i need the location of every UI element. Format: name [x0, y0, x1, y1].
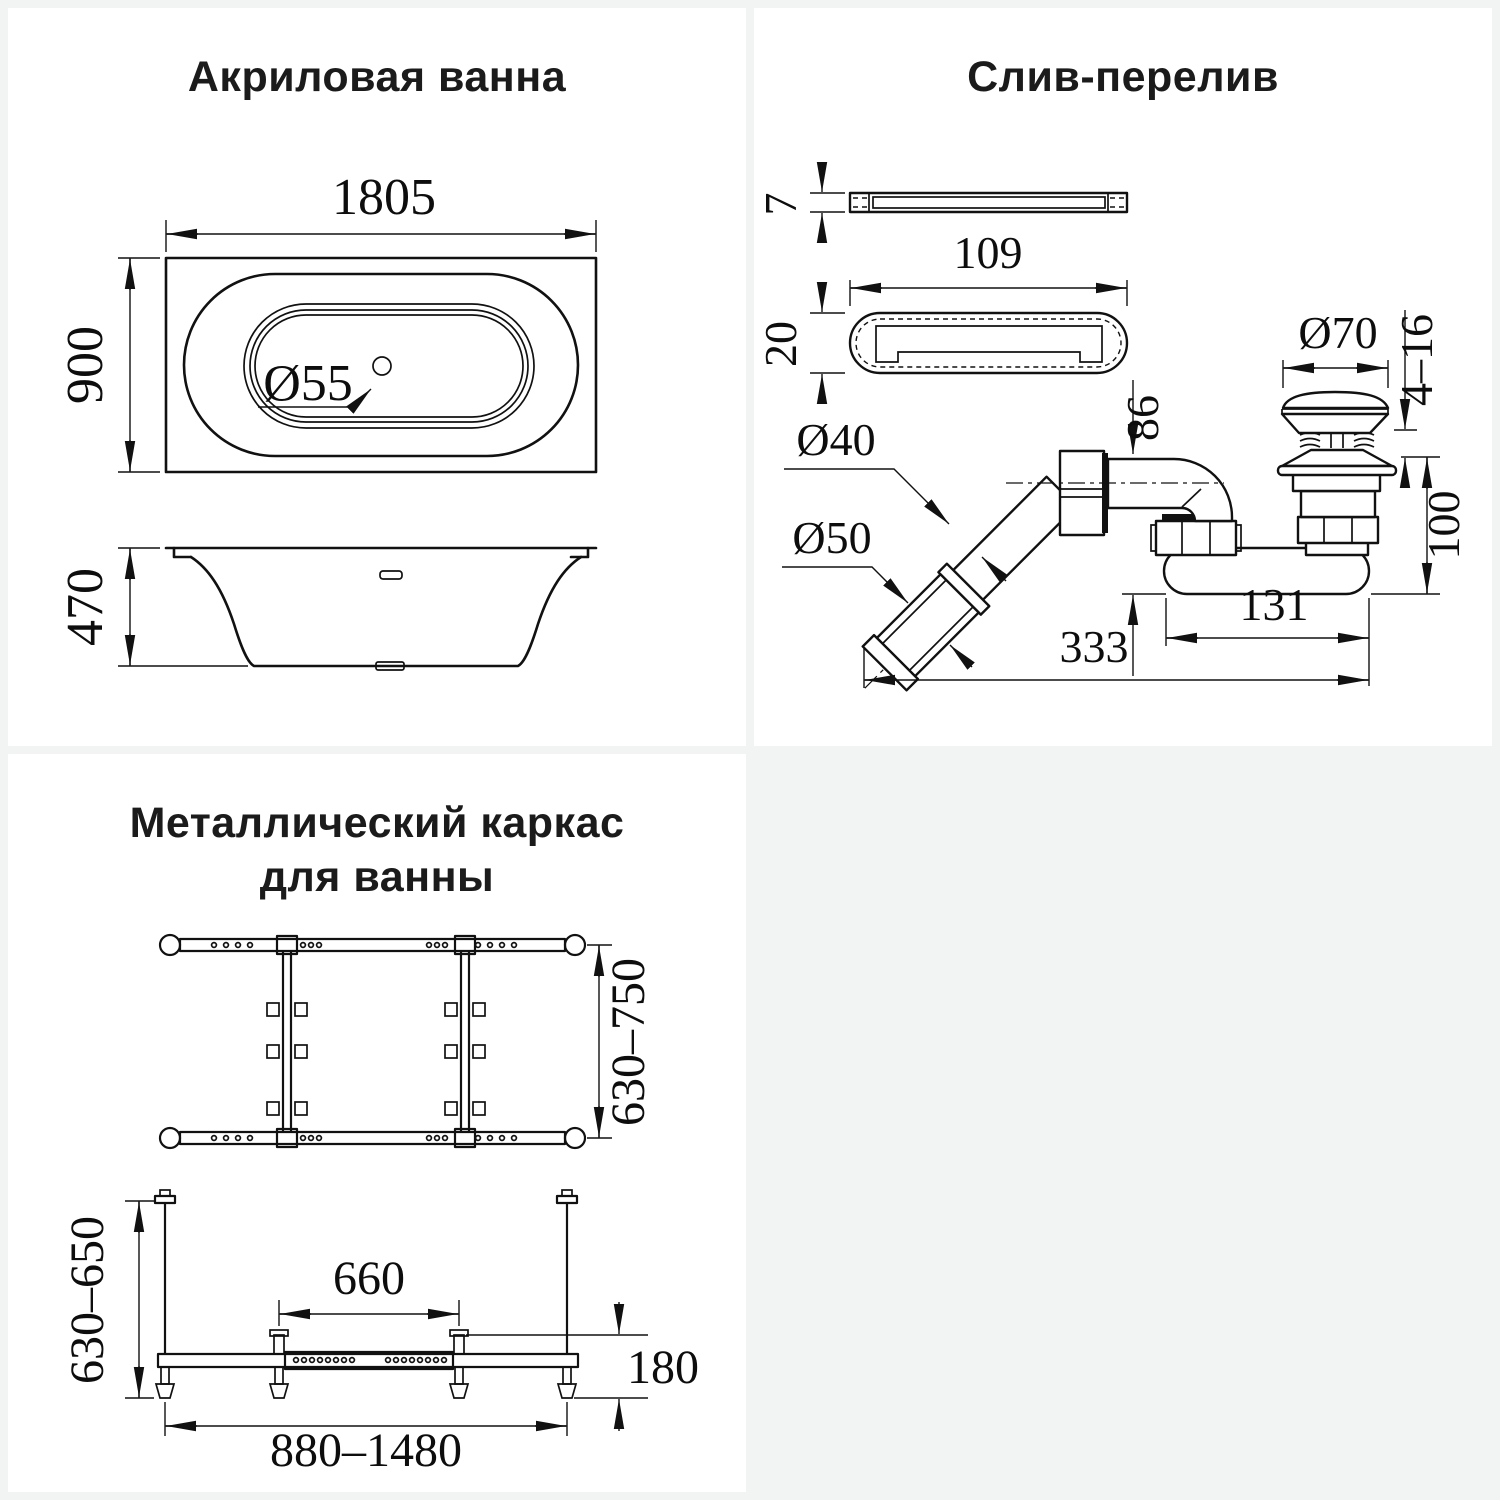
dim-trap-length: 131	[1240, 579, 1309, 630]
panel-bathtub: Акриловая ванна Ø55	[8, 8, 746, 746]
dim-total-length: 333	[1060, 621, 1129, 672]
dim-total-length-group: 333	[863, 621, 1369, 688]
trap-body	[1162, 546, 1371, 596]
dim-base-height: 180	[627, 1341, 699, 1394]
valve-cap	[1281, 390, 1390, 410]
valve-springs	[1299, 431, 1375, 448]
beam-perforations	[292, 1356, 448, 1364]
dim-plate-thickness: 7	[755, 193, 806, 216]
pipe-diameter-leaders: Ø40 Ø50	[782, 414, 1007, 670]
drain-drawing: 7 109 20	[755, 162, 1469, 692]
frame-top-view	[158, 933, 587, 1150]
dim-outlet-pipe-diameter: Ø50	[792, 512, 871, 563]
bathtub-title: Акриловая ванна	[187, 53, 567, 101]
frame-drawing: 630–750	[61, 933, 699, 1477]
dim-cap-diameter-group: Ø70	[1282, 307, 1389, 388]
dim-length-range-group: 880–1480	[164, 1402, 568, 1477]
dim-height-range-group: 630–650	[61, 1200, 154, 1399]
dim-base-height-group: 180	[466, 1302, 699, 1431]
dim-height-range: 630–650	[61, 1216, 114, 1384]
overflow-slot	[379, 570, 403, 580]
dim-width-range: 630–750	[602, 958, 655, 1126]
frame-title-line1: Металлический каркас	[129, 799, 625, 847]
dim-depth-group: 470	[57, 547, 248, 667]
overflow-plate-side	[848, 191, 1129, 214]
dim-width-range-group: 630–750	[587, 944, 655, 1139]
frame-side-view	[153, 1189, 580, 1399]
dim-width: 900	[57, 326, 114, 404]
dim-cap-travel: 4–16	[1391, 314, 1442, 406]
dim-drain-diameter: Ø55	[263, 355, 353, 412]
dim-depth: 470	[57, 568, 114, 646]
dim-inlet-depth: 86	[1117, 395, 1168, 441]
drain-hole	[372, 356, 392, 376]
dim-support-spacing: 660	[333, 1252, 405, 1305]
dim-plate-height-group: 20	[755, 282, 845, 404]
dim-plate-thickness-group: 7	[755, 162, 845, 243]
dim-inlet-depth-group: 86	[1117, 380, 1168, 676]
dim-length: 1805	[332, 169, 436, 226]
rail-holes	[210, 941, 518, 1142]
bathtub-drawing: Ø55 1805 900	[57, 169, 598, 671]
overflow-plate-front	[848, 311, 1129, 375]
dim-cap-diameter: Ø70	[1298, 307, 1377, 358]
drain-valve	[1276, 390, 1398, 557]
panel-frame: Металлический каркас для ванны	[8, 754, 746, 1492]
frame-title-line2: для ванны	[259, 853, 495, 902]
dim-plate-length: 109	[954, 227, 1023, 278]
drain-slot	[375, 661, 405, 671]
dim-length-group: 1805	[165, 169, 597, 252]
frame-clips	[266, 1002, 486, 1116]
dim-valve-height: 100	[1418, 491, 1469, 560]
dim-width-group: 900	[57, 257, 160, 473]
empty-cell	[754, 754, 1492, 1492]
dim-cap-travel-group: 4–16	[1391, 310, 1442, 488]
dim-plate-length-group: 109	[849, 227, 1128, 306]
dim-trap-length-group: 131	[1165, 579, 1370, 686]
drain-title: Слив-перелив	[967, 53, 1279, 101]
panel-drain: Слив-перелив 7	[754, 8, 1492, 746]
bathtub-top-view: Ø55	[164, 256, 598, 474]
dim-valve-height-group: 100	[1371, 457, 1469, 595]
inlet-elbow	[1006, 449, 1234, 537]
dim-plate-height: 20	[755, 321, 806, 367]
bathtub-side-view	[164, 546, 598, 671]
dim-support-spacing-group: 660	[278, 1252, 460, 1326]
frame-title: Металлический каркас для ванны	[8, 796, 746, 904]
dim-length-range: 880–1480	[270, 1424, 462, 1477]
dim-overflow-pipe-diameter: Ø40	[796, 414, 875, 465]
